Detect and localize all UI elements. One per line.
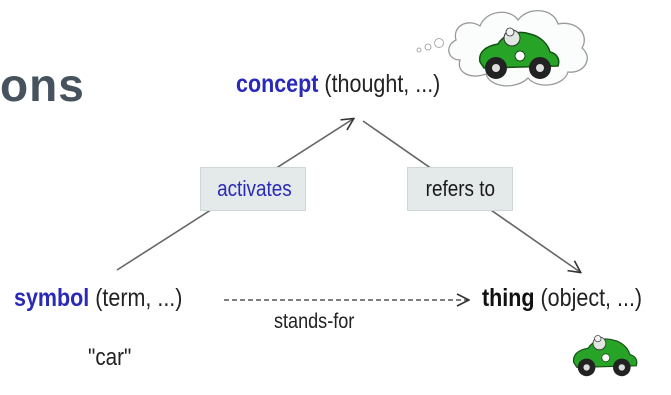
activates-label-box: activates xyxy=(200,167,306,211)
refers-to-label: refers to xyxy=(425,176,495,201)
thing-keyword: thing xyxy=(482,284,535,312)
concept-keyword: concept xyxy=(236,70,319,98)
example-word: "car" xyxy=(88,344,132,371)
car-icon xyxy=(569,324,641,395)
thought-bubble-car-icon xyxy=(408,0,608,105)
thing-node: thing (object, ...) xyxy=(482,284,642,313)
symbol-examples: (term, ...) xyxy=(89,284,183,312)
symbol-keyword: symbol xyxy=(14,284,90,312)
stands-for-label: stands-for xyxy=(274,310,355,333)
symbol-node: symbol (term, ...) xyxy=(14,284,182,313)
concept-node: concept (thought, ...) xyxy=(236,70,440,99)
concept-examples: (thought, ...) xyxy=(318,70,441,98)
activates-label: activates xyxy=(217,176,292,201)
thing-examples: (object, ...) xyxy=(534,284,643,312)
refers-to-label-box: refers to xyxy=(407,167,513,211)
heading-text: ons xyxy=(0,59,85,111)
